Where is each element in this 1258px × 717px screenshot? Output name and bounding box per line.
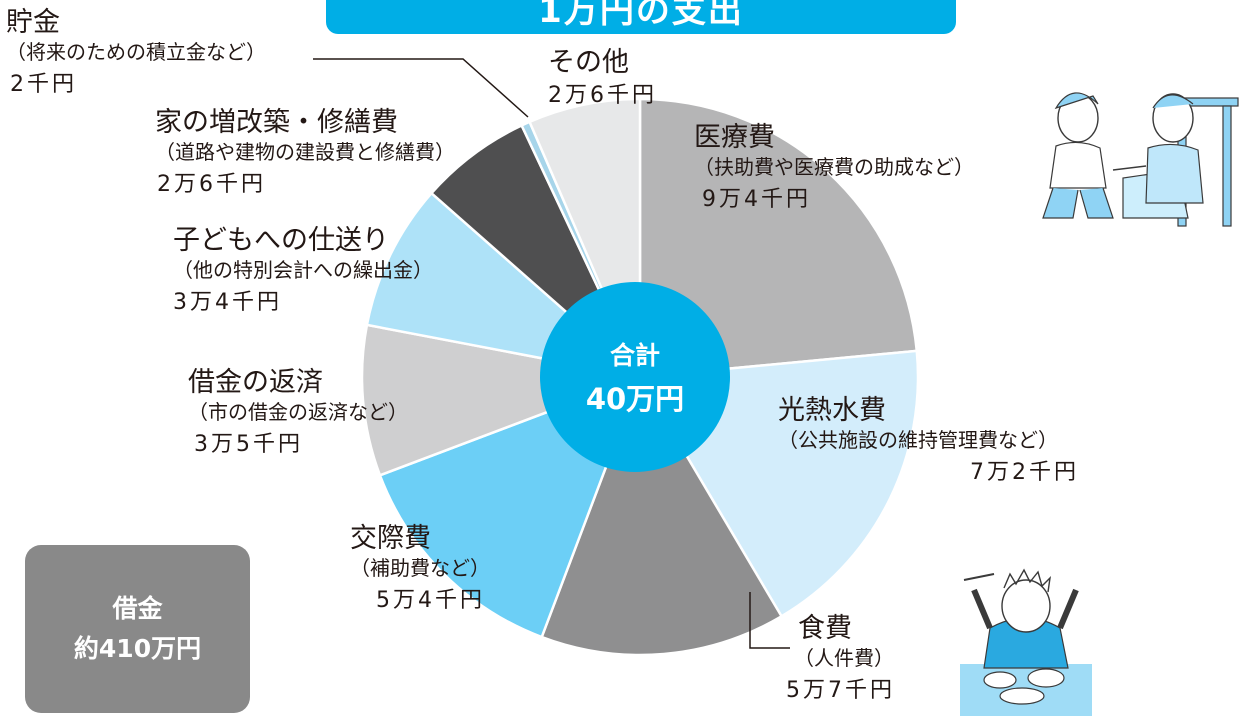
slice-value: 2万6千円 <box>157 171 266 197</box>
leader-line-food <box>749 592 790 649</box>
slice-value: 5万7千円 <box>786 677 895 703</box>
slice-note: （補助費など） <box>350 555 490 580</box>
slice-category: 食費 <box>798 613 852 644</box>
slice-category: 貯金 <box>6 7 60 38</box>
slice-value: 3万4千円 <box>173 289 282 315</box>
slice-label-savings: 貯金 （将来のための積立金など） 2千円 <box>6 6 266 98</box>
slice-category: 光熱水費 <box>778 395 886 426</box>
slice-category: その他 <box>548 47 629 78</box>
slice-label-utilities: 光熱水費 （公共施設の維持管理費など） 7万2千円 <box>778 394 1079 486</box>
slice-label-transfers: 子どもへの仕送り （他の特別会計への繰出金） 3万4千円 <box>173 224 433 316</box>
slice-note: （人件費） <box>794 645 894 670</box>
debt-label: 借金 <box>112 594 163 623</box>
doctor-patient-illustration-icon <box>1042 92 1239 227</box>
slice-label-debt-repayment: 借金の返済 （市の借金の返済など） 3万5千円 <box>188 366 408 458</box>
slice-category: 交際費 <box>350 523 431 554</box>
slice-note: （公共施設の維持管理費など） <box>778 427 1058 452</box>
eating-person-illustration-icon <box>960 568 1092 716</box>
pie-slice-2 <box>540 374 784 657</box>
slice-value: 2千円 <box>10 71 77 97</box>
leader-line-savings <box>313 58 529 118</box>
slice-label-housing: 家の増改築・修繕費 （道路や建物の建設費と修繕費） 2万6千円 <box>155 106 455 198</box>
slice-label-food: 食費 （人件費） 5万7千円 <box>786 612 895 704</box>
slice-note: （将来のための積立金など） <box>6 39 266 64</box>
chart-title: 1万円の支出 <box>326 0 956 34</box>
slice-value: 3万5千円 <box>194 431 303 457</box>
slice-category: 家の増改築・修繕費 <box>155 107 398 138</box>
total-label: 合計 <box>609 341 660 370</box>
slice-category: 借金の返済 <box>188 367 323 398</box>
total-value: 40万円 <box>585 382 685 416</box>
slice-note: （市の借金の返済など） <box>188 399 408 424</box>
pie-slice-0 <box>638 97 919 379</box>
pie-center-total: 合計 40万円 <box>540 282 730 472</box>
slice-value: 7万2千円 <box>970 459 1079 485</box>
slice-category: 子どもへの仕送り <box>173 225 389 256</box>
slice-label-other: その他 2万6千円 <box>548 46 657 109</box>
slice-category: 医療費 <box>694 122 775 153</box>
slice-label-medical: 医療費 （扶助費や医療費の助成など） 9万4千円 <box>694 121 974 213</box>
slice-note: （道路や建物の建設費と修繕費） <box>155 139 455 164</box>
slice-value: 5万4千円 <box>376 587 485 613</box>
slice-value: 9万4千円 <box>702 186 811 212</box>
slice-note: （他の特別会計への繰出金） <box>173 257 433 282</box>
debt-value: 約410万円 <box>73 634 202 663</box>
debt-box: 借金 約410万円 <box>25 545 250 713</box>
slice-value: 2万6千円 <box>548 82 657 108</box>
slice-note: （扶助費や医療費の助成など） <box>694 154 974 179</box>
pie-slice-4 <box>360 323 645 477</box>
slice-label-social: 交際費 （補助費など） 5万4千円 <box>350 522 490 614</box>
